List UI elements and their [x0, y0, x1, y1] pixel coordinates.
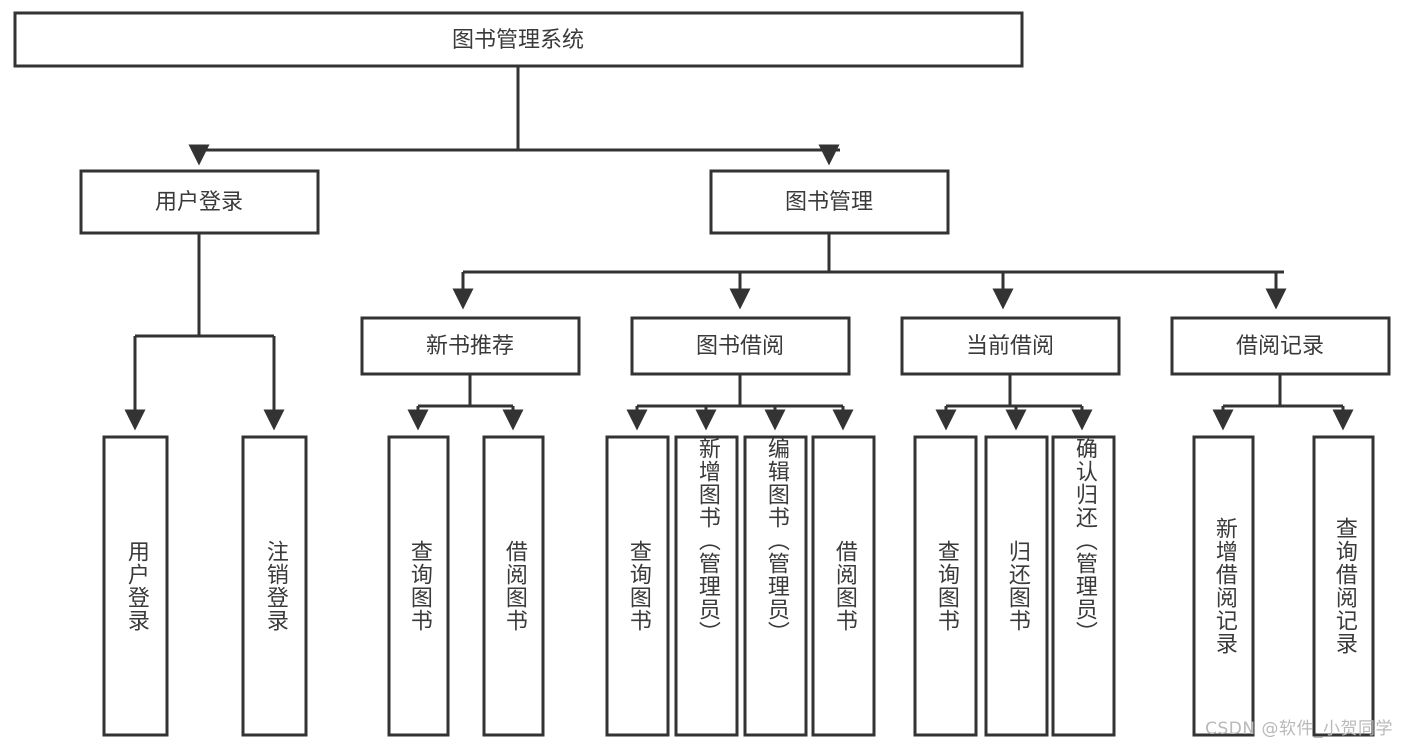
node-borrow-record-label: 借阅记录	[1236, 334, 1324, 359]
connector-record-to-leaves	[1212, 374, 1354, 431]
connector-newbook-to-leaves	[407, 374, 524, 431]
node-user-login-label: 用户登录	[155, 190, 243, 215]
leaf-box-confirm-return-admin[interactable]	[1051, 435, 1116, 737]
connector-borrow-to-leaves	[626, 374, 854, 431]
leaf-box-edit-book-admin[interactable]	[743, 435, 808, 737]
node-current-borrow-label: 当前借阅	[966, 334, 1054, 359]
node-new-book-recommend-label: 新书推荐	[426, 334, 514, 359]
node-new-book-recommend-box[interactable]	[360, 316, 581, 376]
node-borrow-record-box[interactable]	[1170, 316, 1391, 376]
leaf-box-borrow-book-1[interactable]	[482, 435, 545, 737]
leaf-box-add-borrow-record[interactable]	[1192, 435, 1255, 737]
leaf-box-return-book[interactable]	[984, 435, 1049, 737]
node-book-borrow-label: 图书借阅	[696, 334, 784, 359]
csdn-watermark: CSDN @软件_小贺同学	[1205, 719, 1393, 739]
leaf-box-query-book-3[interactable]	[913, 435, 978, 737]
node-user-login-box[interactable]	[79, 169, 320, 235]
node-root-label: 图书管理系统	[452, 28, 584, 53]
leaf-box-query-book-1[interactable]	[387, 435, 450, 737]
leaf-box-query-borrow-record[interactable]	[1312, 435, 1375, 737]
leaf-box-logout[interactable]	[241, 435, 308, 737]
node-book-management-box[interactable]	[709, 169, 950, 235]
connector-userlogin-to-leaves	[124, 233, 285, 431]
leaf-box-user-login[interactable]	[102, 435, 169, 737]
node-book-borrow-box[interactable]	[630, 316, 851, 376]
node-book-management-label: 图书管理	[785, 190, 873, 215]
connector-root-to-level2	[188, 66, 840, 166]
leaf-box-add-book-admin[interactable]	[674, 435, 739, 737]
node-root-box[interactable]	[13, 11, 1024, 68]
connector-currentborrow-to-leaves	[935, 374, 1093, 431]
node-current-borrow-box[interactable]	[900, 316, 1121, 376]
leaf-box-borrow-book-2[interactable]	[811, 435, 876, 737]
connector-bookmgmt-to-level3	[452, 233, 1287, 310]
leaf-box-query-book-2[interactable]	[605, 435, 670, 737]
